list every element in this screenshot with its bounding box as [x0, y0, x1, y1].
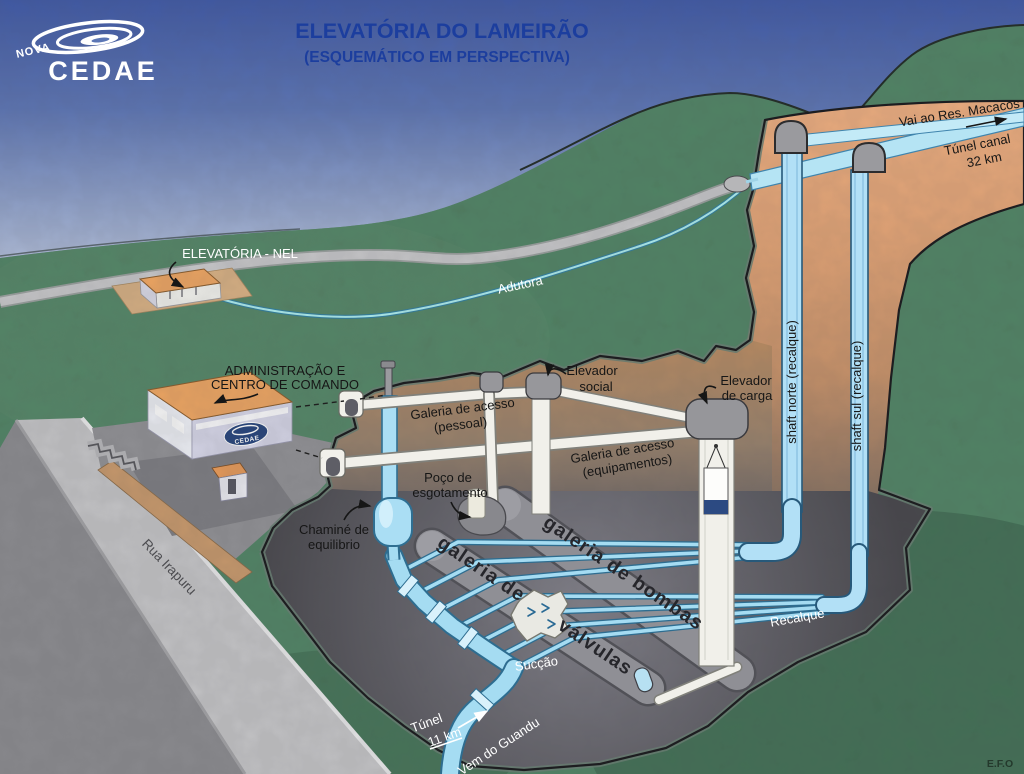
label-chamine-1: Chaminé de [299, 522, 369, 537]
credit-signature: E.F.O [987, 758, 1013, 770]
shaft-norte-dome [774, 119, 808, 154]
social-arrow [544, 363, 567, 377]
canal-junction [723, 175, 751, 193]
access-galleries [319, 371, 743, 706]
label-tunel-canal-km: 32 km [965, 149, 1003, 170]
carga-arrow [697, 385, 717, 405]
ridge-line [519, 91, 843, 171]
surge-chamber [373, 360, 413, 561]
tunel-11-arrow [457, 710, 489, 729]
retaining-wall [97, 460, 253, 584]
elevators [457, 372, 749, 667]
surge-vent-pole [384, 364, 393, 398]
label-elev-social-1: Elevador [566, 363, 618, 378]
page-subtitle: (ESQUEMÁTICO EM PERSPECTIVA) [304, 49, 570, 66]
label-succao: Sucção [514, 653, 559, 674]
label-admin-1: ADMINISTRAÇÃO E [225, 363, 346, 378]
page-title: ELEVATÓRIA DO LAMEIRÃO [295, 18, 588, 43]
rua-irapuru-road [16, 418, 390, 774]
macacos-direction-arrow [965, 116, 1008, 128]
nel-arrow [168, 261, 185, 288]
label-chamine-2: equilibrio [308, 537, 360, 552]
chamine-arrow [343, 499, 372, 521]
label-shaft-sul: shaft sul (recalque) [849, 341, 864, 452]
gallery-vent-cap [479, 371, 504, 393]
poco-arrow [450, 501, 472, 521]
surge-tank [373, 497, 413, 547]
admin-arrow [213, 393, 259, 404]
suction-manifold [384, 546, 569, 774]
label-elev-social-2: social [579, 379, 612, 394]
label-elev-carga-1: Elevador [720, 373, 772, 388]
dashed-connectors [295, 394, 387, 459]
label-poco-1: Poço de [424, 470, 472, 485]
logo-cedae-text: CEDAE [48, 56, 158, 86]
shaft-sul-dome [852, 141, 886, 173]
label-elev-carga-2: de carga [722, 388, 773, 403]
excavation-outline [260, 99, 1024, 772]
social-elevator-cap [525, 372, 562, 400]
administration-building: CEDAE [146, 371, 294, 460]
cedae-logo: NOVA CEDAE [15, 19, 158, 86]
gallery-end-door [633, 667, 654, 693]
tan-excavation-upper [746, 100, 1024, 507]
shafts [774, 119, 886, 557]
cedae-wall-logo: CEDAE [223, 422, 269, 446]
label-poco-2: esgotamento [412, 485, 487, 500]
lower-road-dark [0, 420, 245, 774]
social-elevator-shaft [531, 395, 551, 515]
tunel-11-underline [429, 737, 463, 750]
cargo-elevator-cap [685, 398, 749, 440]
label-shaft-norte: shaft norte (recalque) [784, 320, 799, 444]
facility-compound [0, 414, 392, 774]
label-admin-2: CENTRO DE COMANDO [211, 377, 359, 392]
label-gal-pessoal-2: (pessoal) [433, 414, 488, 435]
surge-riser [381, 395, 398, 503]
valve-cluster [510, 589, 569, 642]
label-elevatoria-nel: ELEVATÓRIA - NEL [182, 246, 298, 261]
cedae-wall-logo-text: CEDAE [234, 435, 260, 446]
hill-road-and-adutora [0, 178, 752, 319]
